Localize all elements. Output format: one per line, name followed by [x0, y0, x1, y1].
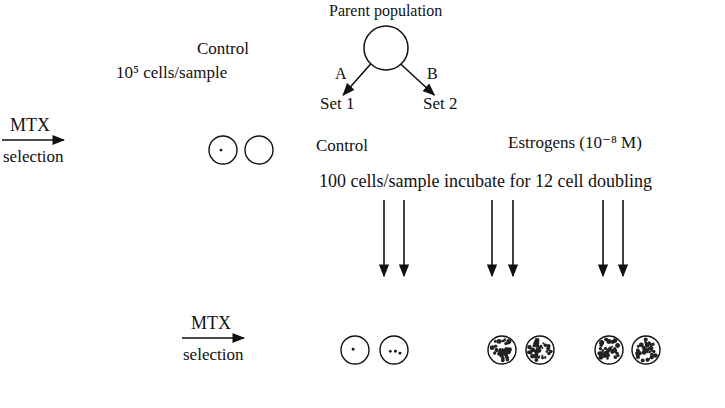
edge-label: B [425, 65, 440, 83]
set-name: Set 1 [320, 94, 354, 114]
node-heading: Parent population [329, 2, 442, 20]
set-name: Set 2 [423, 94, 457, 114]
annotation-text: Estrogens (10⁻⁸ M) [508, 134, 642, 153]
annotation-text: MTX [10, 116, 50, 136]
incubation-arrows [384, 200, 623, 276]
annotation-text: 10⁵ cells/sample [116, 64, 227, 83]
annotation-text: 100 cells/sample incubate for 12 cell do… [319, 172, 652, 192]
set-label: Set 2 [423, 94, 457, 114]
culture-dishes [209, 136, 660, 364]
set-label: Set 1 [320, 94, 354, 114]
annotation-text: selection [3, 148, 63, 167]
population-circle: Parent population [329, 2, 442, 72]
selection-arrow [182, 337, 244, 339]
population-outline [362, 24, 410, 72]
selection-arrow [2, 139, 64, 141]
annotation-text: Control [316, 137, 368, 156]
edge-label: A [333, 65, 349, 83]
annotation-text: MTX [191, 314, 231, 334]
annotation-text: Control [197, 40, 249, 59]
annotation-text: selection [183, 346, 243, 365]
